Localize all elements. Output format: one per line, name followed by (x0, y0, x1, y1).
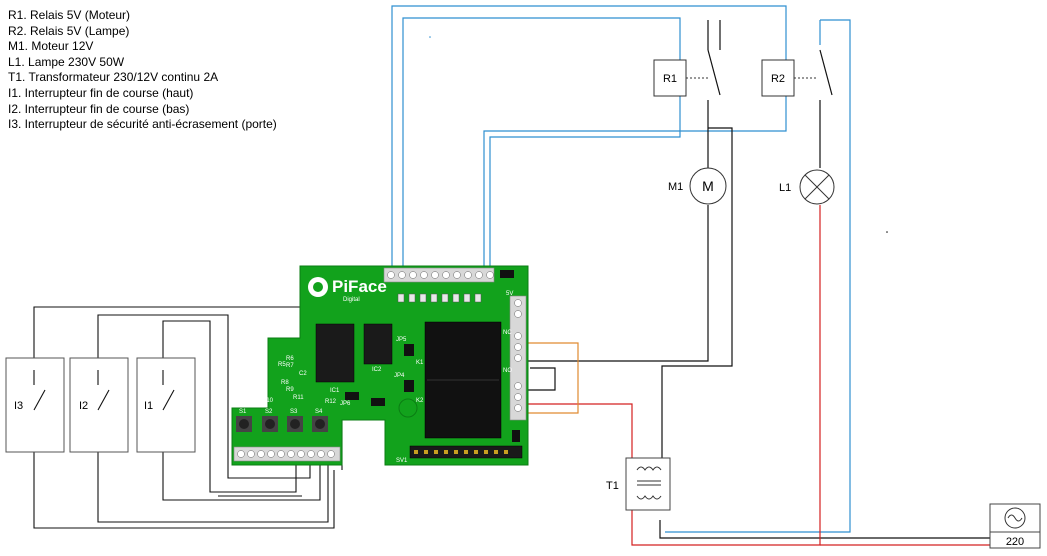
button-s1-label: S1 (239, 409, 247, 415)
relay-r1: R1 (653, 20, 721, 97)
ic1-chip (315, 323, 355, 383)
relay-r2: R2 (761, 49, 833, 168)
relay-r1-label: R1 (663, 73, 677, 85)
jumper-bottom (512, 430, 520, 442)
push-buttons (236, 416, 328, 432)
legend-line: R1. Relais 5V (Moteur) (8, 8, 131, 22)
silk-r9: R9 (286, 387, 294, 393)
lamp-neutral-wire (665, 19, 851, 533)
jumper-jp7 (371, 398, 385, 406)
silk-jp4: JP4 (394, 373, 405, 379)
legend-line: M1. Moteur 12V (8, 39, 94, 54)
silk-r7: R7 (286, 363, 294, 369)
silk-nc: NC (503, 330, 512, 336)
silk-jp6: JP6 (340, 401, 351, 407)
legend-line: I3. Interrupteur de sécurité anti-écrase… (8, 117, 277, 132)
orange-wires (522, 342, 579, 414)
silk-r6: R6 (286, 356, 294, 362)
silk-k1: K1 (416, 360, 424, 366)
motor-m1-label: M1 (668, 181, 683, 193)
ic1-label: IC1 (330, 388, 340, 394)
mains-supply: 220 (989, 503, 1041, 549)
switch-wires (33, 306, 343, 529)
switch-i2-label: I2 (79, 400, 88, 412)
jumper-top (500, 270, 514, 278)
silk-jp5: JP5 (396, 337, 407, 343)
board-brand: PiFace (332, 277, 387, 296)
legend-line: T1. Transformateur 230/12V continu 2A (8, 70, 219, 85)
silk-r8: R8 (281, 380, 289, 386)
button-s3-label: S3 (290, 409, 298, 415)
ic2-label: IC2 (372, 367, 382, 373)
legend-line: L1. Lampe 230V 50W (8, 54, 125, 69)
lamp-l1: L1 (779, 169, 835, 205)
motor-symbol: M (702, 178, 714, 194)
relay-signal-wires (391, 5, 787, 270)
relay-r1-contact (707, 49, 721, 96)
switch-i1-label: I1 (144, 400, 153, 412)
legend-line: I2. Interrupteur fin de course (bas) (8, 101, 190, 116)
relay-r2-contact (819, 49, 833, 96)
transformer-t1-label: T1 (606, 480, 619, 492)
silk-r12: R12 (325, 399, 337, 405)
lamp-l1-label: L1 (779, 182, 791, 194)
button-s2-label: S2 (265, 409, 273, 415)
live-wires (522, 205, 990, 546)
silk-r10: R10 (262, 398, 274, 404)
jumper-jp4 (404, 380, 414, 392)
silk-no: NO (503, 368, 512, 374)
switch-i2: I2 (69, 357, 129, 453)
jumper-jp6 (345, 392, 359, 400)
silk-sv1: SV1 (396, 458, 408, 464)
legend-line: R2. Relais 5V (Lampe) (8, 23, 130, 38)
switch-i3-label: I3 (14, 400, 23, 412)
ic2-chip (363, 323, 393, 365)
relay-r2-label: R2 (771, 73, 785, 85)
mains-supply-label: 220 (1006, 536, 1024, 548)
silk-k2: K2 (416, 398, 424, 404)
legend-line: I1. Interrupteur fin de course (haut) (8, 85, 194, 100)
motor-power-wires (522, 20, 990, 539)
motor-m1: M M1 (668, 167, 727, 205)
board-subtitle: Digital (343, 297, 360, 303)
silk-r5: R5 (278, 362, 286, 368)
silk-5v: 5V (506, 291, 513, 297)
component-legend: R1. Relais 5V (Moteur) R2. Relais 5V (La… (8, 8, 277, 133)
silk-c2: C2 (299, 371, 307, 377)
switch-i1: I1 (136, 357, 196, 453)
piface-board: PiFace Digital IC1 IC2 (231, 265, 529, 466)
transformer-t1: T1 (606, 457, 671, 511)
jumper-jp5 (404, 344, 414, 356)
switch-i3: I3 (5, 357, 65, 453)
button-s4-label: S4 (315, 409, 323, 415)
silk-r11: R11 (293, 395, 304, 401)
